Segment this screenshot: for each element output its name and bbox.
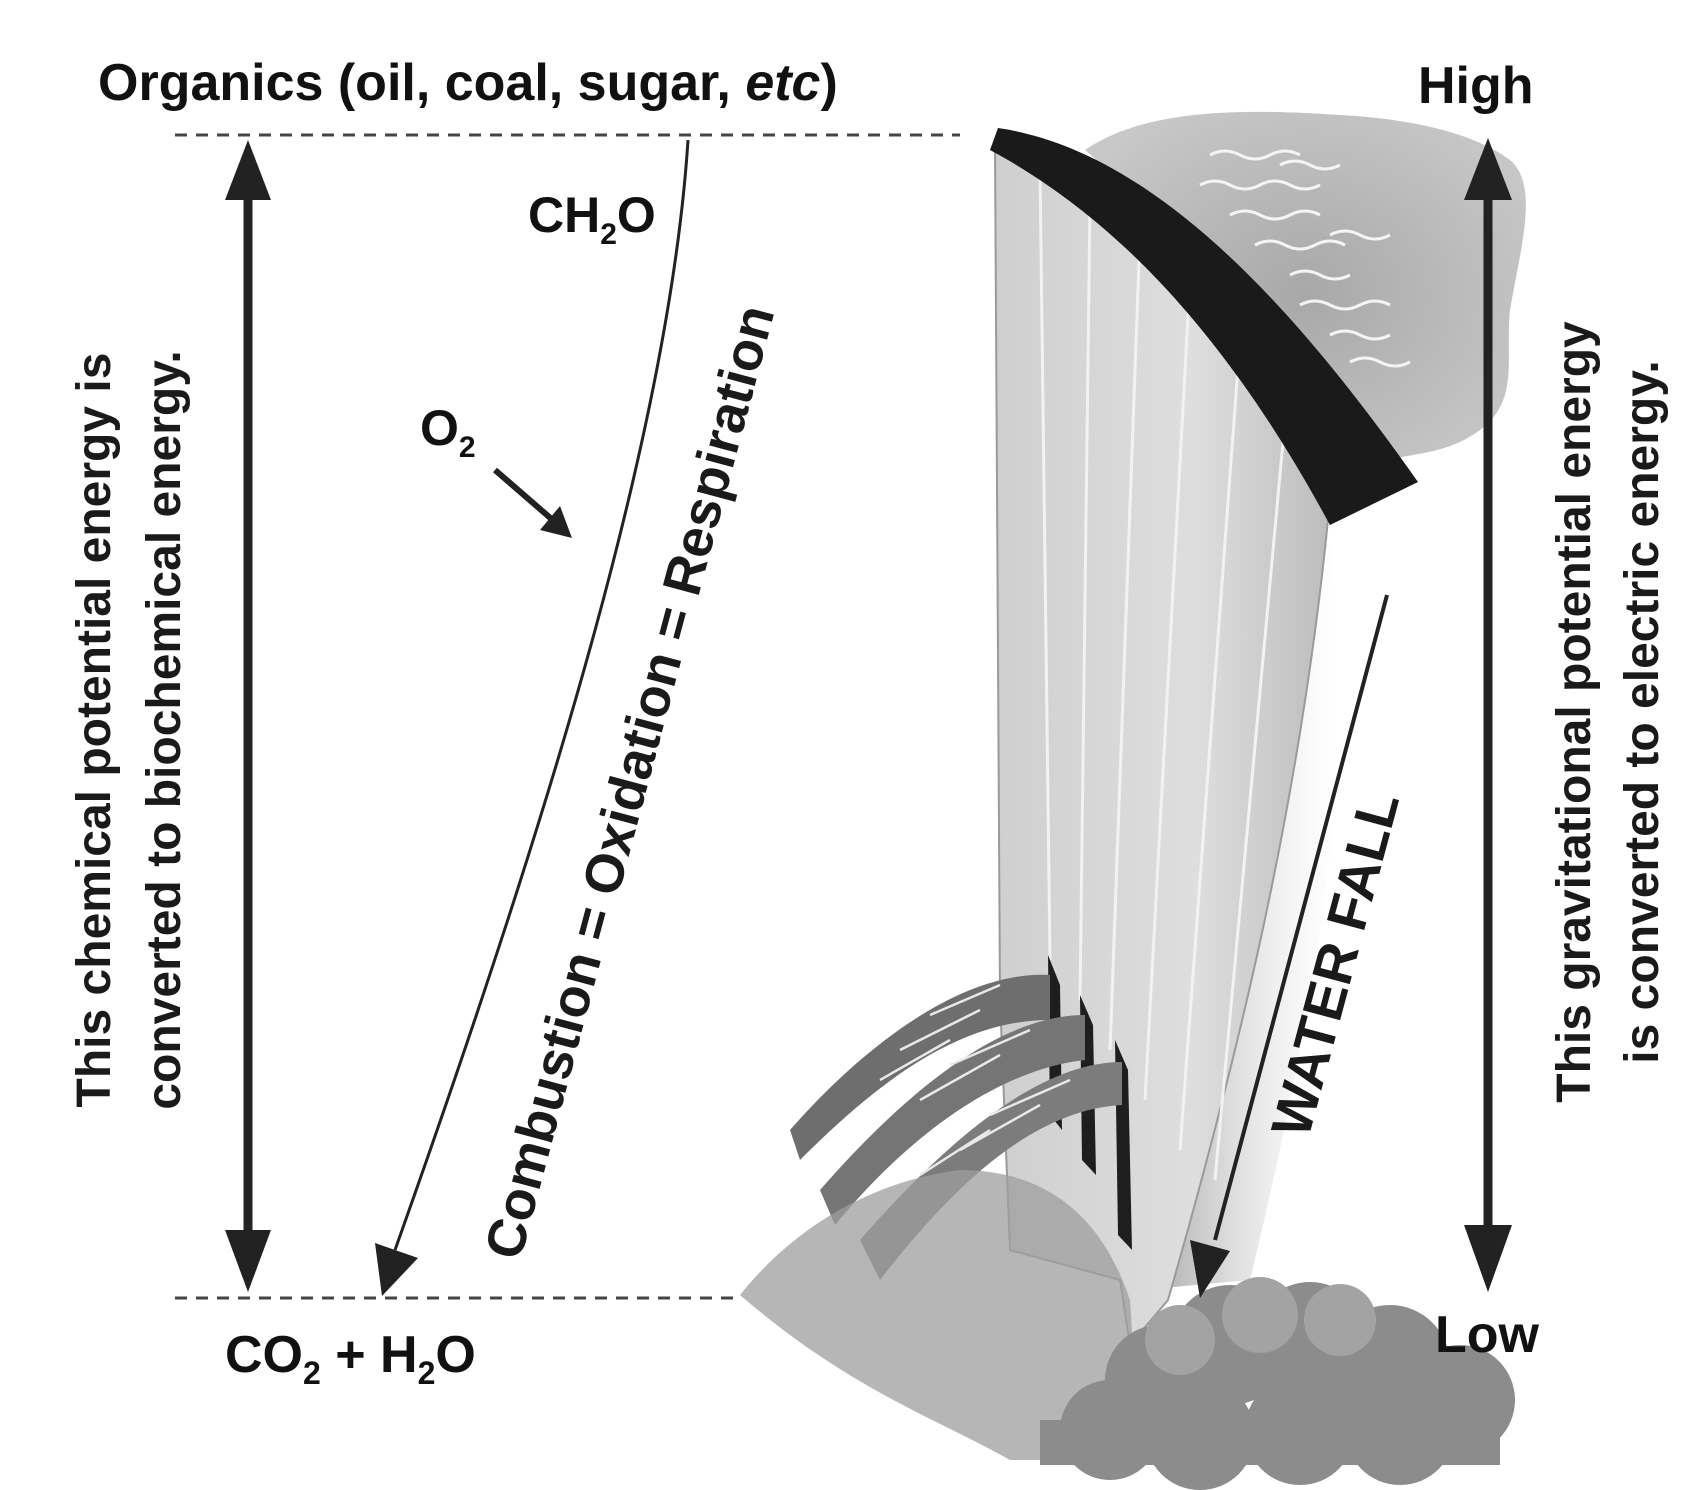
chemical-energy-double-arrow [225, 140, 271, 1292]
oxidation-arrow [375, 139, 690, 1296]
dam-seams [1038, 169, 1287, 1181]
dam-shadow [1140, 520, 1340, 1290]
o2-input-arrow [493, 467, 572, 538]
reservoir-water [1085, 111, 1526, 478]
waterfall-arrow [1190, 594, 1389, 1298]
water-ripples [1199, 149, 1411, 368]
dam-crest [990, 128, 1418, 525]
high-label: High [1418, 57, 1534, 115]
gravitational-energy-double-arrow [1464, 138, 1512, 1292]
organics-label: Organics (oil, coal, sugar, etc) [98, 54, 838, 112]
chemical-energy-caption-line2: converted to biochemical energy. [138, 350, 191, 1109]
o2-label: O2 [420, 400, 476, 464]
chemical-energy-caption-line1: This chemical potential energy is [68, 353, 121, 1108]
low-label: Low [1435, 1306, 1540, 1364]
gravitational-energy-caption-line1: This gravitational potential energy [1548, 321, 1601, 1103]
combustion-oxidation-respiration-label: Combustion = Oxidation = Respiration [474, 299, 787, 1265]
ch2o-label: CH2O [528, 187, 656, 251]
gravitational-energy-caption-line2: is converted to electric energy. [1616, 360, 1669, 1063]
splash-clouds-highlight [1145, 1277, 1376, 1375]
co2-h2o-label: CO2 + H2O [225, 1326, 476, 1391]
dam-illustration [740, 111, 1526, 1490]
spillway-jets [790, 974, 1122, 1280]
riverbank [740, 1170, 1140, 1460]
